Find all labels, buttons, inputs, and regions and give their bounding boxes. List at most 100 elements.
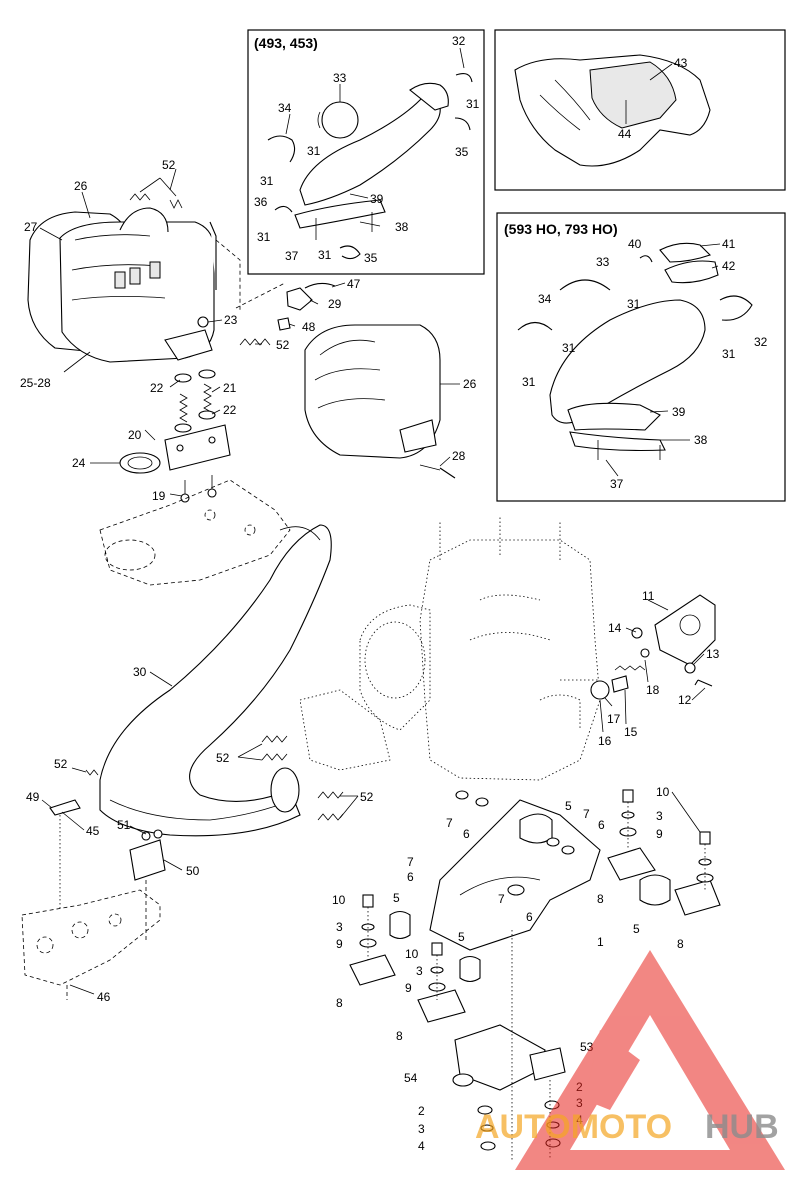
callout: 16 [598, 734, 612, 748]
callout: 4 [418, 1139, 425, 1153]
callout: 45 [86, 824, 100, 838]
callout: 34 [538, 292, 552, 306]
callout: 10 [405, 947, 419, 961]
callout: 31 [722, 347, 736, 361]
callout: 30 [133, 665, 147, 679]
callout: 9 [405, 981, 412, 995]
callout: 34 [278, 101, 292, 115]
callout: 31 [260, 174, 274, 188]
callout: 9 [336, 937, 343, 951]
callout: 42 [722, 259, 736, 273]
callout: 31 [522, 375, 536, 389]
callout: 54 [404, 1071, 418, 1085]
callout: 50 [186, 864, 200, 878]
callout: 38 [395, 220, 409, 234]
callout: 32 [754, 335, 768, 349]
muffler-assembly [27, 207, 241, 363]
muffler-26-center [304, 324, 456, 479]
callout: 13 [706, 647, 720, 661]
callout: 7 [498, 892, 505, 906]
watermark-text-hub: HUB [705, 1108, 779, 1146]
callout: 10 [332, 893, 346, 907]
callout: 35 [364, 251, 378, 265]
callout: 28 [452, 449, 466, 463]
callout: 8 [396, 1029, 403, 1043]
callout: 7 [583, 807, 590, 821]
muffler-mount-parts [119, 369, 231, 503]
tuned-pipe-30 [99, 524, 332, 837]
callout: 52 [360, 790, 374, 804]
callout: 31 [627, 297, 641, 311]
callout: 26 [463, 377, 477, 391]
springs-52-pipe [85, 735, 344, 821]
callout: 27 [24, 220, 38, 234]
callout: 47 [347, 277, 361, 291]
callout: 39 [672, 405, 686, 419]
callout: 8 [677, 937, 684, 951]
callout: 7 [407, 855, 414, 869]
callout: 46 [97, 990, 111, 1004]
callout-labels: 52 26 27 23 52 25-28 22 21 22 20 2 4 19 4… [20, 34, 768, 1153]
tuned-pipe-593 [517, 242, 753, 460]
callout: 6 [598, 818, 605, 832]
callout: 8 [336, 996, 343, 1010]
callout: 6 [463, 827, 470, 841]
callout: 3 [656, 809, 663, 823]
inset-box-493-453 [247, 29, 485, 275]
base-plate-outline [99, 479, 291, 586]
tuned-pipe-493 [267, 73, 473, 260]
callout: 21 [223, 381, 237, 395]
inset-title-593-793: (593 HO, 793 HO) [504, 221, 618, 237]
callout: 12 [678, 693, 692, 707]
spring-52-top [129, 177, 183, 209]
callout: 22 [223, 403, 237, 417]
callout: 33 [333, 71, 347, 85]
callout: 40 [628, 237, 642, 251]
callout: 33 [596, 255, 610, 269]
watermark-text-automoto: AUTOMOTO [475, 1108, 672, 1146]
callout: 3 [336, 920, 343, 934]
engine-block [299, 515, 601, 781]
callout-leaders [39, 47, 721, 995]
callout: 17 [607, 712, 621, 726]
callout: 29 [328, 297, 342, 311]
inset-title-493-453: (493, 453) [254, 35, 318, 51]
callout: 7 [446, 816, 453, 830]
callout: 41 [722, 237, 736, 251]
callout: 9 [656, 827, 663, 841]
callout: 20 [128, 428, 142, 442]
callout: 22 [150, 381, 164, 395]
heat-shield-43-44 [514, 54, 711, 167]
callout: 26 [74, 179, 88, 193]
callout: 8 [597, 892, 604, 906]
callout: 5 [633, 922, 640, 936]
callout: 52 [54, 757, 68, 771]
callout: 44 [618, 127, 632, 141]
callout: 25-28 [20, 376, 51, 390]
callout: 36 [254, 195, 268, 209]
callout: 3 [418, 1122, 425, 1136]
inset-box-heat-shield [494, 29, 786, 191]
callout: 5 [565, 799, 572, 813]
callout: 31 [307, 144, 321, 158]
callout: 51 [117, 818, 131, 832]
rear-bracket-assembly [21, 799, 166, 1000]
engine-mount-11-18 [560, 594, 716, 700]
bracket-29-47 [235, 282, 336, 331]
callout: 52 [216, 751, 230, 765]
callout: 23 [224, 313, 238, 327]
callout: 31 [257, 230, 271, 244]
callout: 11 [642, 589, 655, 603]
callout: 5 [458, 930, 465, 944]
callout: 3 [416, 964, 423, 978]
spring-52-mid [239, 338, 271, 346]
callout: 14 [608, 621, 622, 635]
callout: 32 [452, 34, 466, 48]
callout: 5 [393, 891, 400, 905]
callout: 2 [418, 1104, 425, 1118]
watermark-logo [515, 950, 785, 1170]
callout: 43 [674, 56, 688, 70]
callout: 31 [562, 341, 576, 355]
callout: 19 [152, 489, 166, 503]
watermark-triangle [515, 950, 785, 1170]
